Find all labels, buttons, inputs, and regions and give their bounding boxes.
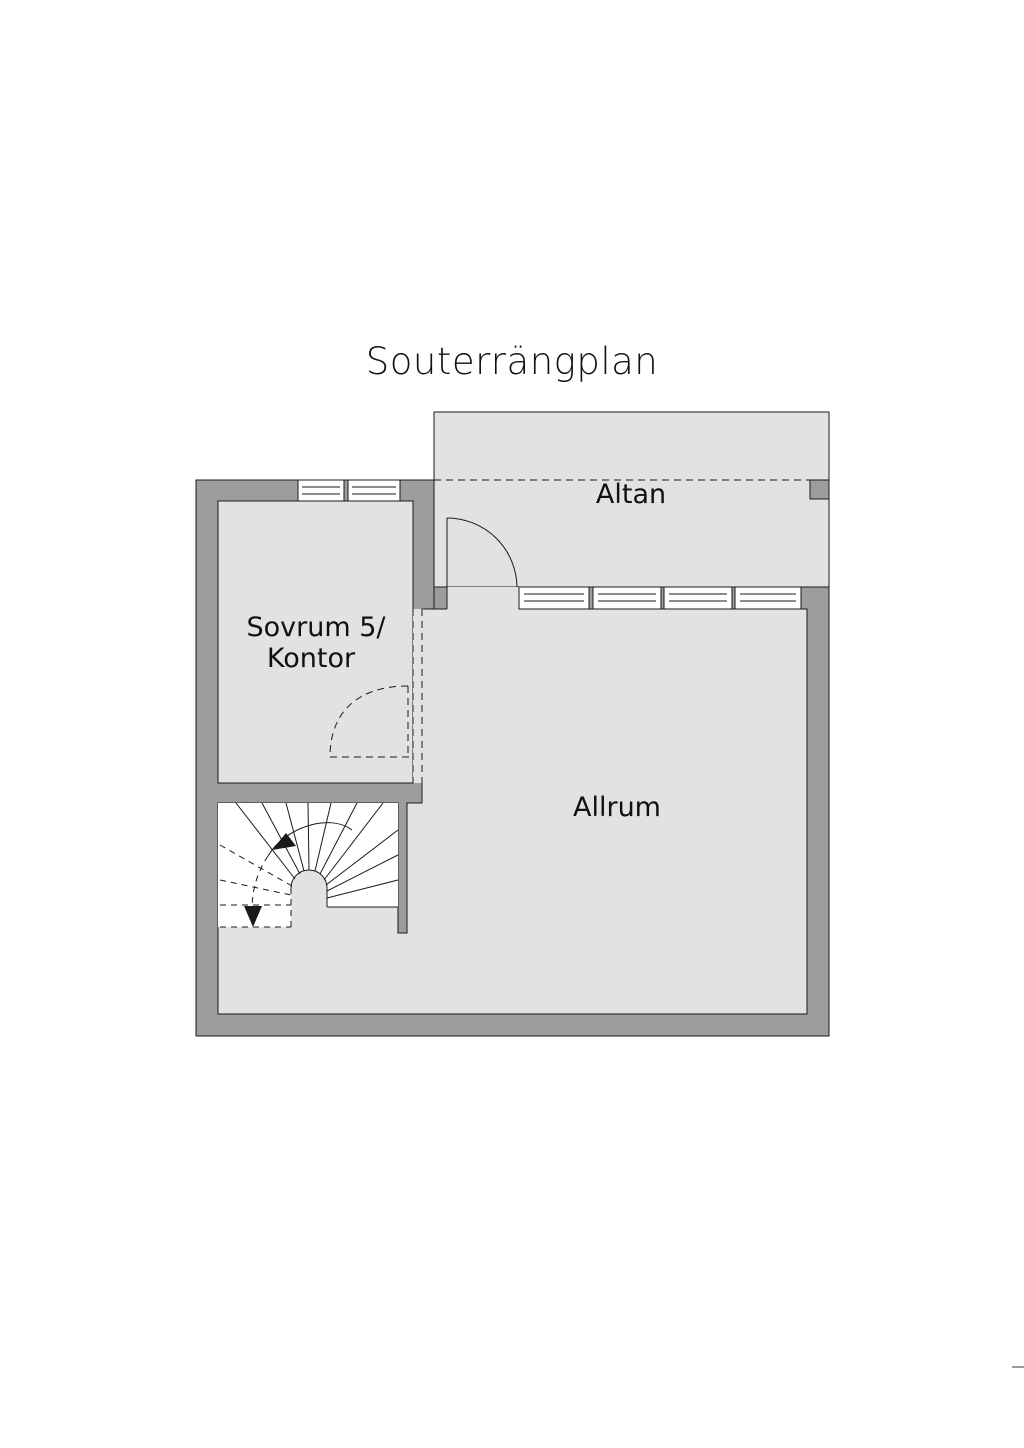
- edge-marker: [1012, 1366, 1024, 1368]
- window-terrace-3: [663, 586, 733, 610]
- room-label-kontor: Kontor: [267, 643, 356, 674]
- window-top-1: [297, 479, 345, 502]
- altan-post: [809, 479, 830, 500]
- sovrum-floor: [217, 500, 414, 784]
- terrace-door: [446, 517, 518, 588]
- sovrum-door: [329, 609, 423, 783]
- room-label-altan: Altan: [596, 479, 666, 510]
- window-terrace-4: [734, 586, 802, 610]
- room-label-allrum: Allrum: [573, 792, 661, 823]
- window-top-2: [347, 479, 401, 502]
- plan-title: Souterrängplan: [365, 340, 659, 383]
- window-terrace-1: [518, 586, 590, 610]
- stair-arrow-down: [244, 906, 262, 927]
- terrace-door-opening: [447, 587, 519, 610]
- window-terrace-2: [592, 586, 662, 610]
- stair-arrow-up: [272, 833, 296, 850]
- staircase: [218, 802, 399, 928]
- room-label-sovrum: Sovrum 5/: [246, 612, 386, 643]
- sovrum-door-opening: [413, 609, 423, 783]
- altan-terrace: [433, 411, 830, 588]
